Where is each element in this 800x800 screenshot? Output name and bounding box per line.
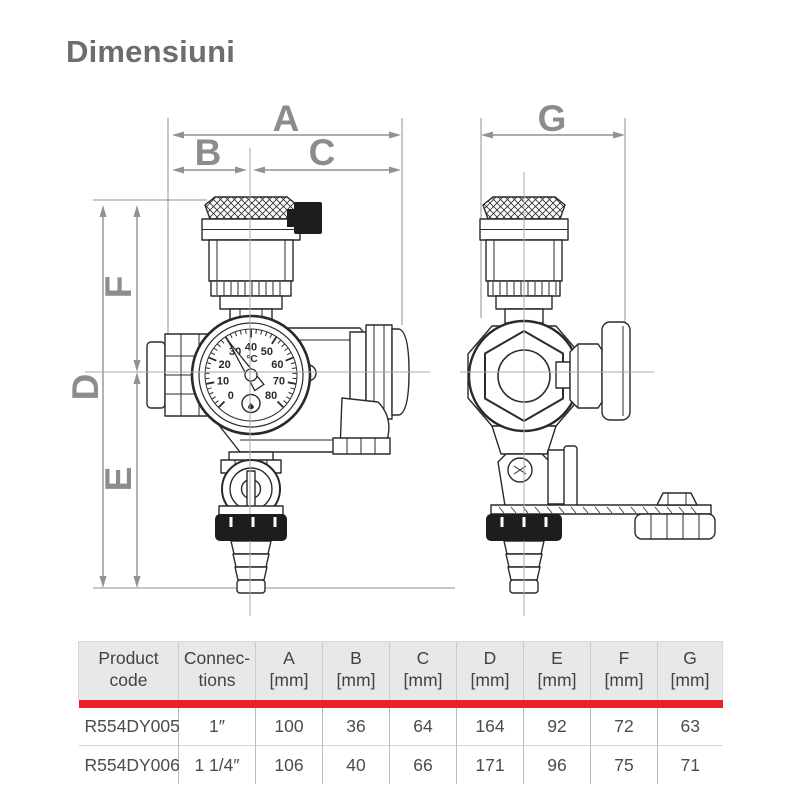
- svg-text:40: 40: [245, 341, 257, 353]
- cap-nut-side: [486, 514, 562, 541]
- dim-label-c: C: [309, 132, 336, 173]
- svg-text:10: 10: [217, 375, 229, 387]
- cell-f: 72: [590, 707, 658, 746]
- dim-f: F: [98, 205, 141, 372]
- cell-e: 92: [523, 707, 591, 746]
- dim-b: B: [172, 132, 247, 174]
- col-c: C[mm]: [389, 640, 457, 700]
- cell-product-code: R554DY006: [78, 745, 180, 784]
- handwheel: [555, 321, 631, 421]
- dim-label-g: G: [538, 98, 567, 139]
- col-f: F[mm]: [590, 640, 658, 700]
- col-e: E[mm]: [523, 640, 591, 700]
- table-row: R554DY005 1″ 100 36 64 164 92 72 63: [78, 707, 723, 746]
- page-title: Dimensiuni: [66, 34, 236, 69]
- dim-label-e: E: [98, 467, 139, 492]
- svg-text:50: 50: [261, 346, 273, 358]
- dim-d: D: [65, 205, 107, 588]
- dim-label-a: A: [273, 98, 300, 139]
- technical-drawing: A B C G: [65, 98, 716, 616]
- svg-text:80: 80: [265, 390, 277, 402]
- hose-barb-front: [230, 540, 272, 594]
- cell-b: 36: [322, 707, 390, 746]
- cell-connections: 1 1/4″: [178, 745, 256, 784]
- mounting-bracket: [490, 492, 716, 540]
- col-connections: Connec-tions: [178, 640, 256, 700]
- temperature-gauge: 01020304050607080 °C: [190, 314, 312, 436]
- svg-text:60: 60: [271, 359, 283, 371]
- cell-f: 75: [590, 745, 658, 784]
- col-d: D[mm]: [456, 640, 524, 700]
- cell-d: 171: [456, 745, 524, 784]
- col-g: G[mm]: [657, 640, 723, 700]
- cell-c: 64: [389, 707, 457, 746]
- cell-g: 71: [657, 745, 723, 784]
- cell-c: 66: [389, 745, 457, 784]
- dim-label-f: F: [98, 276, 139, 299]
- col-b: B[mm]: [322, 640, 390, 700]
- left-union-cap: [146, 341, 166, 409]
- dim-label-b: B: [195, 132, 222, 173]
- cell-connections: 1″: [178, 707, 256, 746]
- vent-connector: [294, 202, 322, 234]
- dim-a: A: [172, 98, 401, 139]
- cell-b: 40: [322, 745, 390, 784]
- cell-a: 106: [255, 745, 323, 784]
- col-a: A[mm]: [255, 640, 323, 700]
- cell-d: 164: [456, 707, 524, 746]
- table-row: R554DY006 1 1/4″ 106 40 66 171 96 75 71: [78, 745, 723, 784]
- gauge-dial: 01020304050607080: [205, 329, 297, 408]
- side-view: [467, 196, 716, 594]
- drain-valve-front: [218, 451, 284, 522]
- cell-g: 63: [657, 707, 723, 746]
- dim-e: E: [98, 372, 141, 588]
- front-view: 01020304050607080 °C: [146, 196, 410, 594]
- svg-text:20: 20: [219, 359, 231, 371]
- svg-text:70: 70: [273, 375, 285, 387]
- gauge-unit: °C: [246, 354, 257, 365]
- cell-e: 96: [523, 745, 591, 784]
- dimension-annotations: A B C G: [65, 98, 625, 588]
- cell-a: 100: [255, 707, 323, 746]
- dim-g: G: [481, 98, 625, 139]
- cell-product-code: R554DY005: [78, 707, 180, 746]
- air-vent-front: [201, 196, 301, 324]
- extension-lines: [93, 118, 626, 589]
- drain-valve-side: [497, 445, 578, 513]
- bracket-cap: [656, 492, 698, 506]
- dim-c: C: [253, 132, 401, 174]
- bracket-foot: [634, 513, 716, 540]
- red-accent-bar: [78, 699, 723, 708]
- handwheel-disc: [601, 321, 631, 421]
- black-parts: [215, 202, 562, 541]
- dim-label-d: D: [65, 374, 106, 401]
- cap-nut-front: [215, 514, 287, 541]
- svg-text:0: 0: [228, 390, 234, 402]
